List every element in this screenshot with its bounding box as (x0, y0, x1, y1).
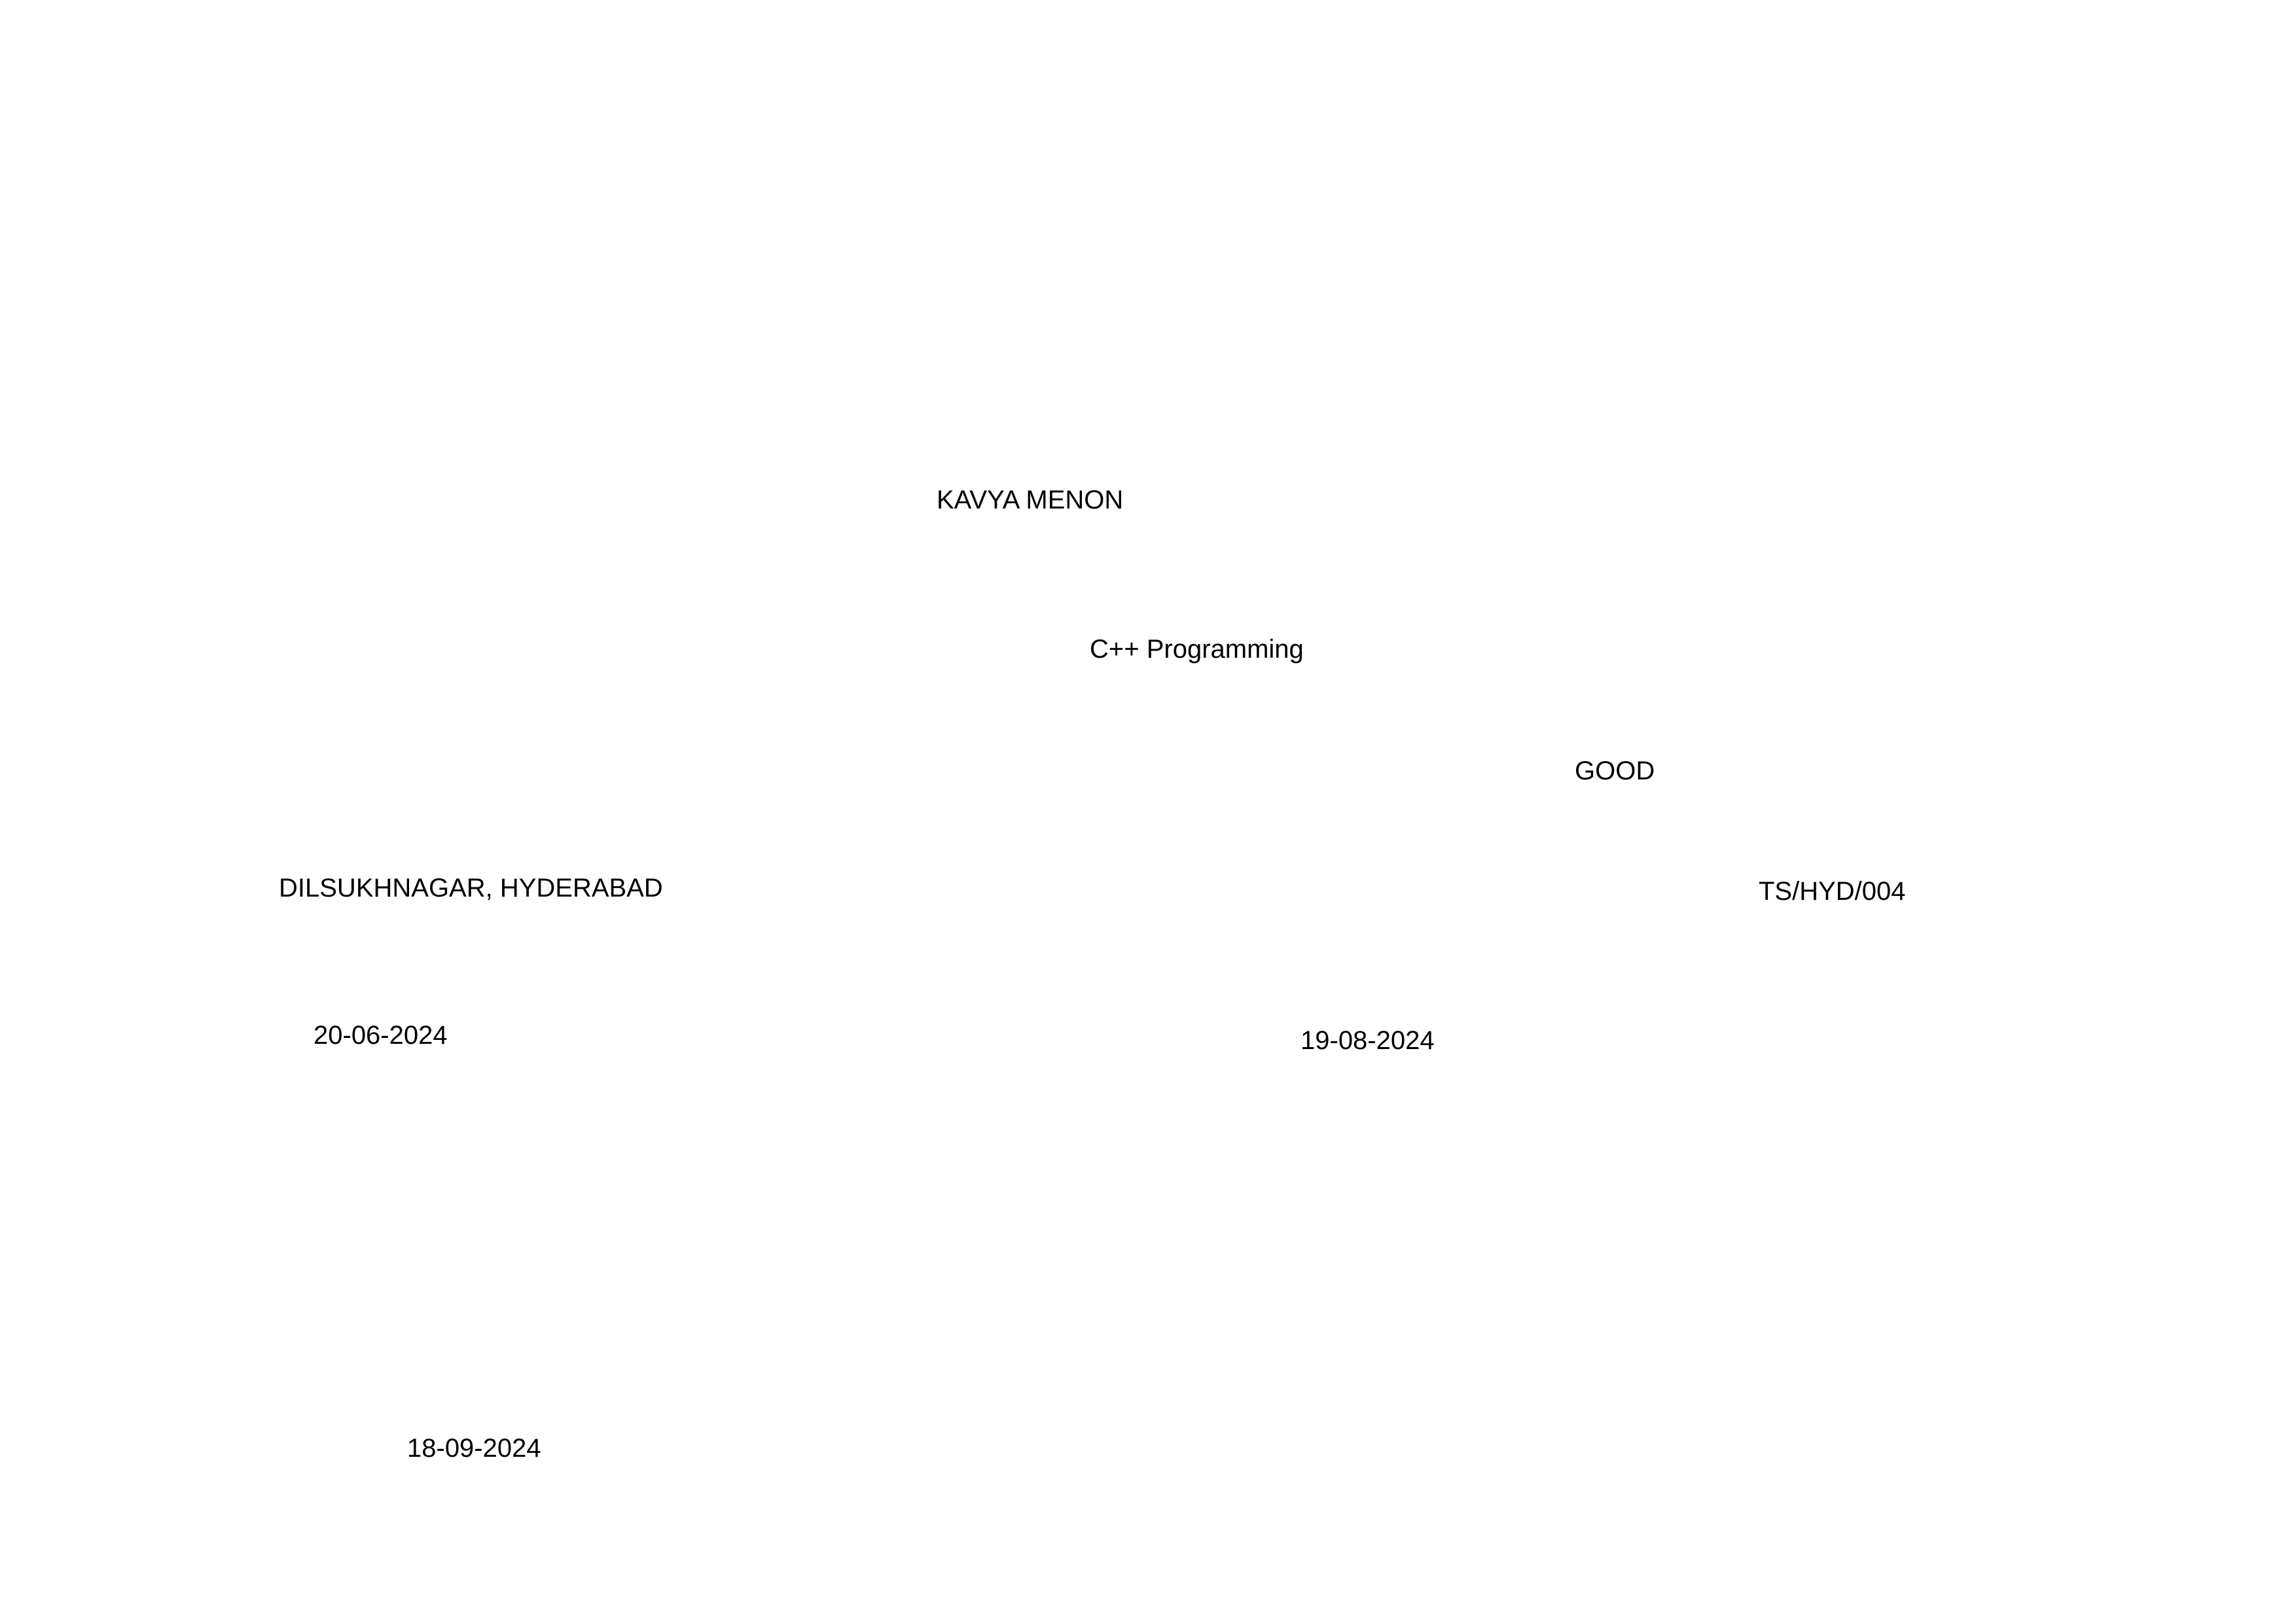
student-name: KAVYA MENON (937, 486, 1124, 514)
grade: GOOD (1575, 757, 1655, 785)
issue-date: 18-09-2024 (407, 1434, 541, 1463)
course-name: C++ Programming (1090, 635, 1304, 664)
centre-code: TS/HYD/004 (1759, 877, 1906, 906)
end-date: 19-08-2024 (1300, 1026, 1435, 1055)
start-date: 20-06-2024 (314, 1021, 448, 1050)
centre-location: DILSUKHNAGAR, HYDERABAD (279, 874, 663, 902)
